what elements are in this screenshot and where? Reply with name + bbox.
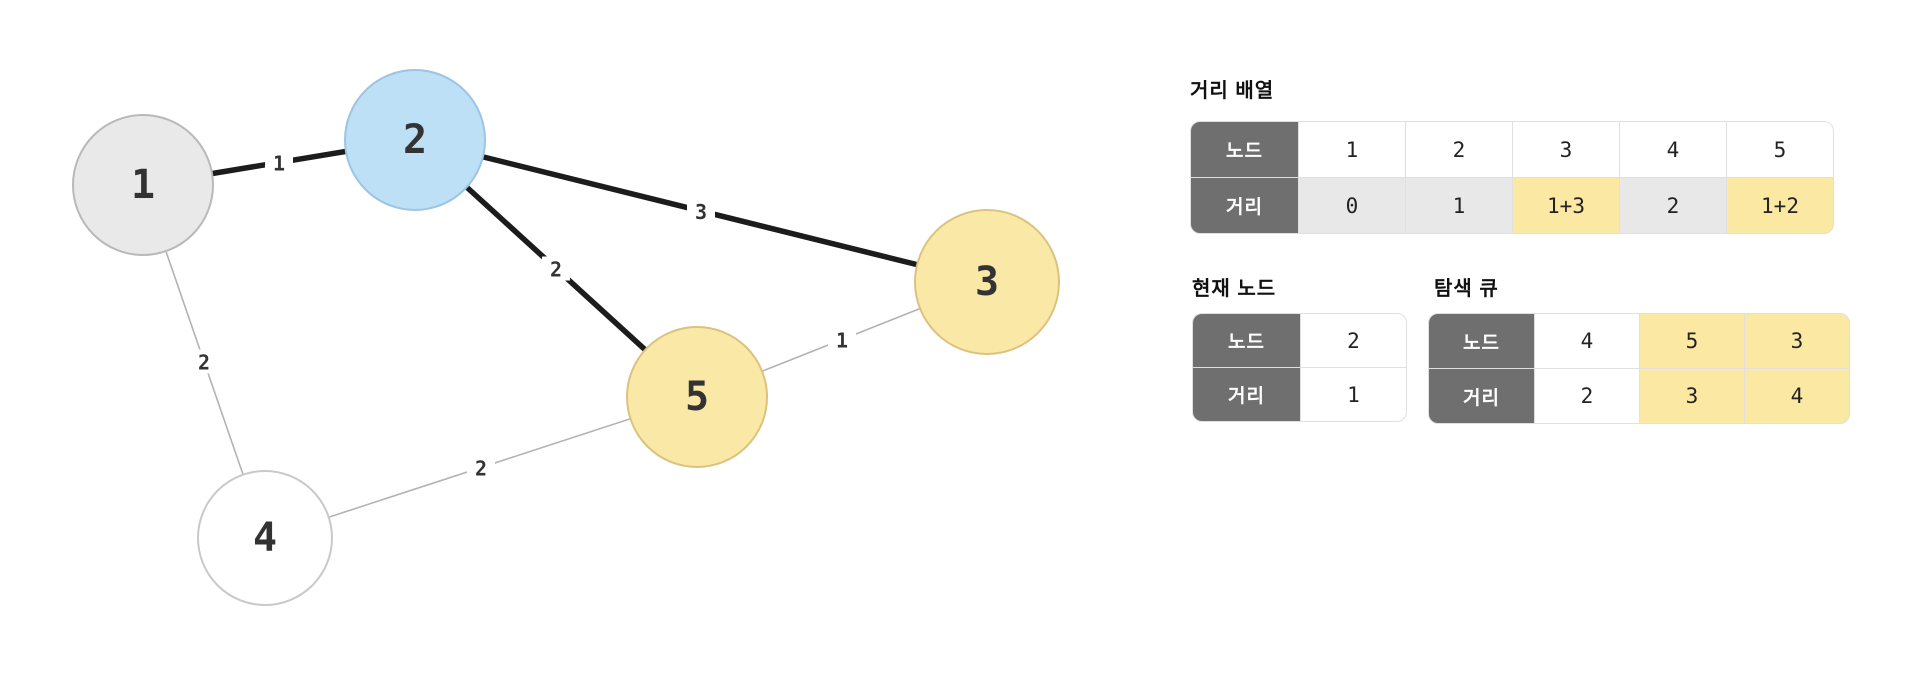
current-node-title: 현재 노드 xyxy=(1192,278,1277,300)
distance-array-value-4: 2 xyxy=(1620,178,1726,233)
distance-array-value-3: 1+3 xyxy=(1513,178,1619,233)
queue-distance-5: 3 xyxy=(1640,369,1744,423)
edge-weight-label-5-3: 1 xyxy=(836,329,848,353)
current-node-table: 노드 2 거리 1 xyxy=(1192,313,1407,422)
row-header-node: 노드 xyxy=(1191,122,1298,177)
graph-node-3 xyxy=(914,209,1060,355)
row-header-distance: 거리 xyxy=(1191,178,1298,233)
distance-array-value-2: 1 xyxy=(1406,178,1512,233)
edge-weight-gap-1-4 xyxy=(190,349,218,374)
edge-weight-label-1-2: 1 xyxy=(273,152,285,176)
graph-node-label-3: 3 xyxy=(975,259,999,305)
current-node-value: 2 xyxy=(1301,314,1406,367)
graph-node-2 xyxy=(344,69,486,211)
edge-weight-label-4-5: 2 xyxy=(475,457,487,481)
distance-array-node-2: 2 xyxy=(1406,122,1512,177)
distance-array-node-5: 5 xyxy=(1727,122,1833,177)
distance-array-value-5: 1+2 xyxy=(1727,178,1833,233)
graph-canvas: 1 2 3 4 5 1 3 2 2 2 1 xyxy=(72,69,1060,606)
graph-node-label-2: 2 xyxy=(403,117,427,163)
graph-node-label-1: 1 xyxy=(131,162,155,208)
graph-node-label-5: 5 xyxy=(685,374,709,420)
edge-weight-gap-1-2 xyxy=(265,150,293,175)
distance-array-title: 거리 배열 xyxy=(1190,80,1275,102)
current-distance-value: 1 xyxy=(1301,368,1406,421)
edge-weight-label-2-5: 2 xyxy=(550,258,562,282)
edge-weight-label-2-3: 3 xyxy=(695,200,707,224)
distance-array-node-4: 4 xyxy=(1620,122,1726,177)
graph-node-5 xyxy=(626,326,768,468)
queue-node-4: 4 xyxy=(1535,314,1639,368)
edge-weight-gap-2-3 xyxy=(687,199,715,223)
graph-node-1 xyxy=(72,114,214,256)
queue-distance-3: 4 xyxy=(1745,369,1849,423)
edge-weight-label-1-4: 2 xyxy=(198,351,210,375)
distance-array-node-1: 1 xyxy=(1299,122,1405,177)
row-header-distance: 거리 xyxy=(1429,369,1534,423)
queue-node-3: 3 xyxy=(1745,314,1849,368)
edge-weight-gap-4-5 xyxy=(467,455,495,480)
search-queue-title: 탐색 큐 xyxy=(1434,278,1499,300)
distance-array-node-3: 3 xyxy=(1513,122,1619,177)
row-header-node: 노드 xyxy=(1193,314,1300,367)
row-header-node: 노드 xyxy=(1429,314,1534,368)
queue-node-5: 5 xyxy=(1640,314,1744,368)
row-header-distance: 거리 xyxy=(1193,368,1300,421)
queue-distance-4: 2 xyxy=(1535,369,1639,423)
graph-node-label-4: 4 xyxy=(253,515,277,561)
edge-weight-gap-2-5 xyxy=(542,256,570,281)
edge-weight-gap-5-3 xyxy=(828,327,856,352)
graph-node-4 xyxy=(197,470,333,606)
distance-array-value-1: 0 xyxy=(1299,178,1405,233)
